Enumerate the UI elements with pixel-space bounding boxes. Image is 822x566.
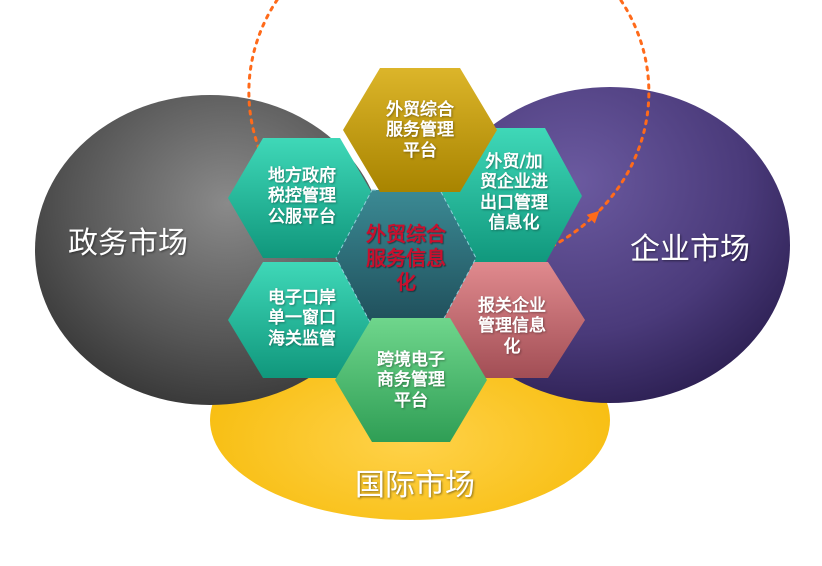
hexagon-lower-left — [228, 262, 375, 378]
government-market-label: 政务市场 — [68, 226, 188, 261]
hexagon-lower-right — [433, 262, 585, 378]
lower-right-hexagon-label: 报关企业 管理信息 化 — [478, 296, 546, 357]
hexagon-top — [343, 68, 497, 192]
lower-left-hexagon-label: 电子口岸 单一窗口 海关监管 — [268, 288, 336, 349]
international-market-label: 国际市场 — [355, 468, 475, 503]
enterprise-market-label: 企业市场 — [630, 232, 750, 267]
upper-left-hexagon-label: 地方政府 税控管理 公服平台 — [268, 166, 336, 227]
hexagon-center — [335, 189, 477, 327]
center-hexagon-label: 外贸综合 服务信息 化 — [366, 222, 446, 294]
top-hexagon-label: 外贸综合 服务管理 平台 — [386, 100, 454, 161]
upper-right-hexagon-label: 外贸/加 贸企业进 出口管理 信息化 — [480, 152, 548, 234]
hexagon-upper-left — [228, 138, 375, 258]
bottom-hexagon-label: 跨境电子 商务管理 平台 — [377, 350, 445, 411]
hexagon-bottom — [335, 318, 487, 442]
